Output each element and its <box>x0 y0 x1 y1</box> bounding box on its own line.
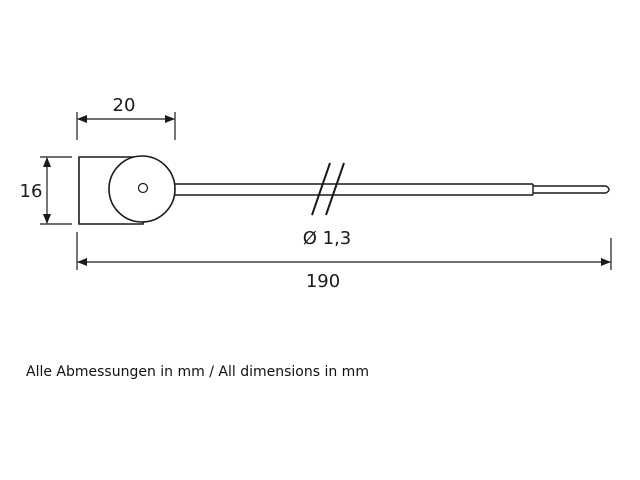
height-dimension <box>40 156 72 225</box>
width-label: 20 <box>113 95 136 116</box>
break-marks <box>311 162 345 216</box>
length-label: 190 <box>306 271 340 292</box>
seal-wire <box>175 183 610 196</box>
units-caption: Alle Abmessungen in mm / All dimensions … <box>26 364 369 380</box>
seal-wire-tip <box>533 185 610 194</box>
diameter-label: Ø 1,3 <box>303 228 352 249</box>
seal-head <box>78 155 176 225</box>
seal-hole <box>137 182 149 194</box>
length-dimension <box>76 232 612 270</box>
height-label: 16 <box>20 181 43 202</box>
width-dimension <box>76 112 176 140</box>
